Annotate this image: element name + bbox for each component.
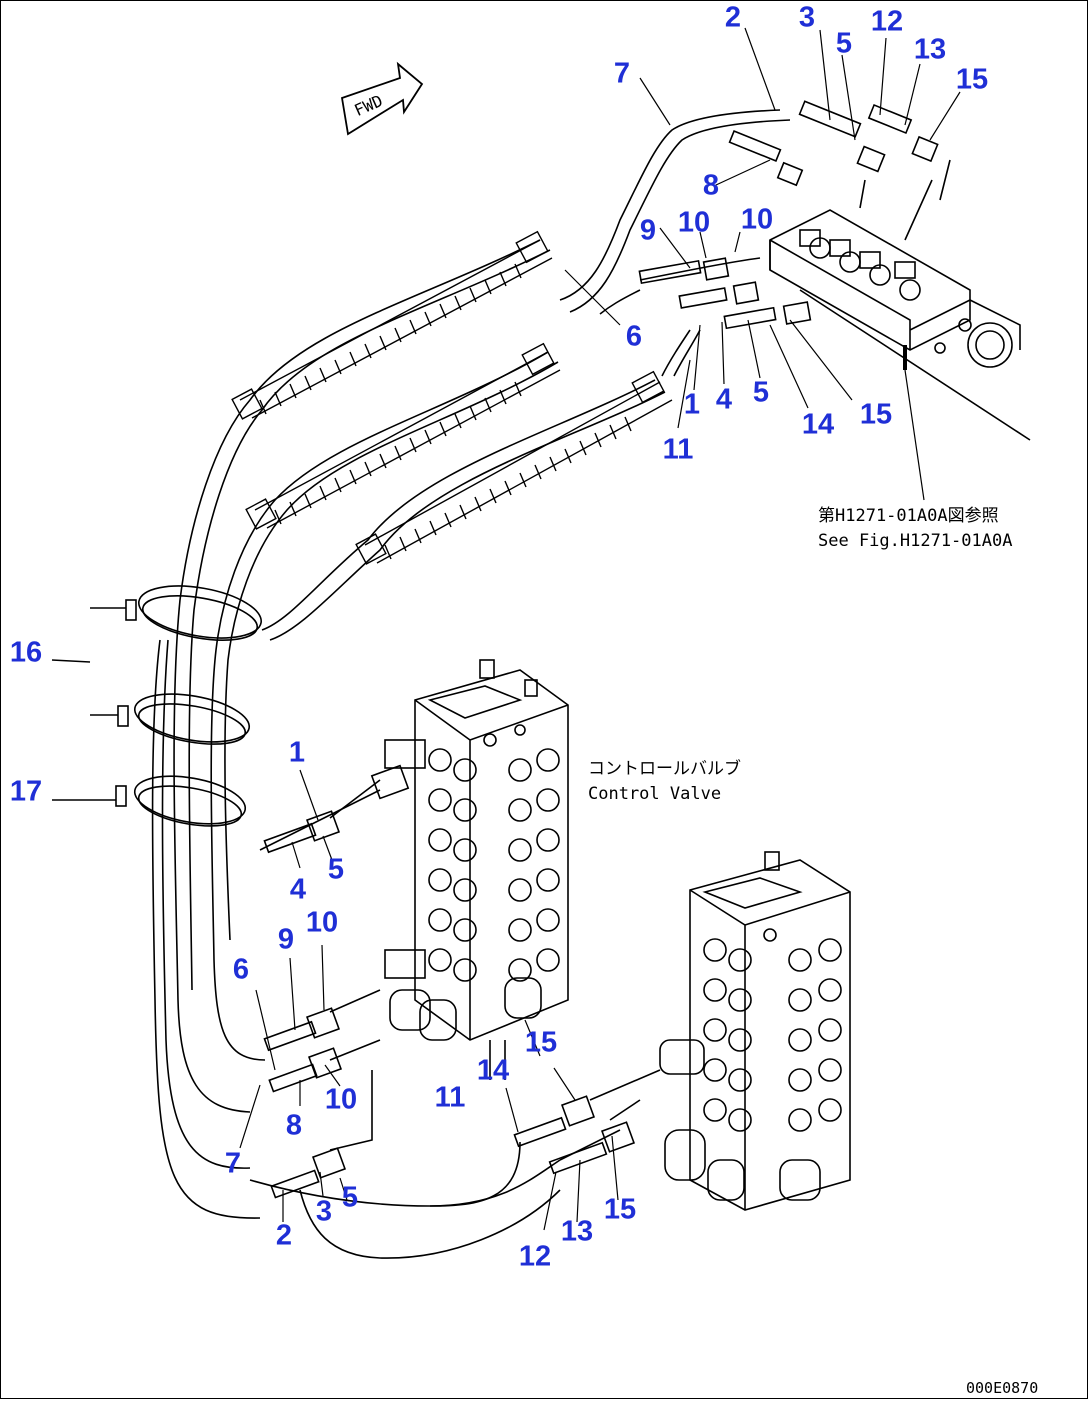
part-label: 14 xyxy=(476,1054,510,1087)
part-label: 6 xyxy=(625,320,643,353)
control-valve-2 xyxy=(659,851,851,1211)
part-label: 5 xyxy=(327,853,345,886)
leader-lines xyxy=(239,27,961,1231)
part-label: 7 xyxy=(224,1147,242,1180)
part-label: 8 xyxy=(702,169,720,202)
spiral-guard-middle xyxy=(245,342,561,530)
part-label: 13 xyxy=(560,1215,594,1248)
ppc-valve-block xyxy=(769,209,1031,441)
part-label: 12 xyxy=(870,5,904,38)
spiral-guard-lower xyxy=(355,370,673,565)
part-label: 15 xyxy=(955,63,989,96)
part-label: 4 xyxy=(715,383,733,416)
see-fig-note-jp: 第H1271-01A0A図参照 xyxy=(818,506,999,526)
part-label: 15 xyxy=(524,1026,558,1059)
part-label: 3 xyxy=(798,1,816,34)
part-label: 17 xyxy=(9,775,43,808)
part-label: 11 xyxy=(434,1081,466,1114)
part-label: 8 xyxy=(285,1109,303,1142)
part-label: 14 xyxy=(801,408,835,441)
hose-lines xyxy=(151,109,791,1259)
part-label: 1 xyxy=(288,736,306,769)
part-label: 9 xyxy=(277,923,295,956)
see-fig-note-en: See Fig.H1271-01A0A xyxy=(818,531,1013,551)
control-valve-1 xyxy=(370,659,569,1080)
part-label: 13 xyxy=(913,33,947,66)
control-valve-label-jp: コントロールバルブ xyxy=(588,759,741,779)
part-label: 10 xyxy=(740,203,774,236)
part-label: 10 xyxy=(305,906,339,939)
part-label: 5 xyxy=(835,27,853,60)
part-label: 4 xyxy=(289,873,307,906)
part-label: 15 xyxy=(859,398,893,431)
part-label: 11 xyxy=(662,433,694,466)
part-label: 9 xyxy=(639,214,657,247)
part-label: 7 xyxy=(613,57,631,90)
part-label: 5 xyxy=(752,376,770,409)
upper-fittings xyxy=(638,100,951,330)
spiral-guard-upper xyxy=(231,230,553,420)
part-label: 10 xyxy=(677,206,711,239)
band-clamps xyxy=(51,585,263,827)
lower-fittings xyxy=(263,810,636,1199)
part-label: 10 xyxy=(324,1083,358,1116)
part-label: 2 xyxy=(275,1219,293,1252)
fwd-arrow-icon xyxy=(340,61,424,136)
part-label: 1 xyxy=(683,388,701,421)
control-valve-label-en: Control Valve xyxy=(588,784,722,804)
part-label: 16 xyxy=(9,636,43,669)
figure-code: 000E0870 xyxy=(966,1379,1039,1397)
part-label: 15 xyxy=(603,1193,637,1226)
part-label: 2 xyxy=(724,1,742,34)
part-label: 6 xyxy=(232,953,250,986)
part-label: 12 xyxy=(518,1240,552,1273)
part-label: 5 xyxy=(341,1181,359,1214)
part-label: 3 xyxy=(315,1195,333,1228)
